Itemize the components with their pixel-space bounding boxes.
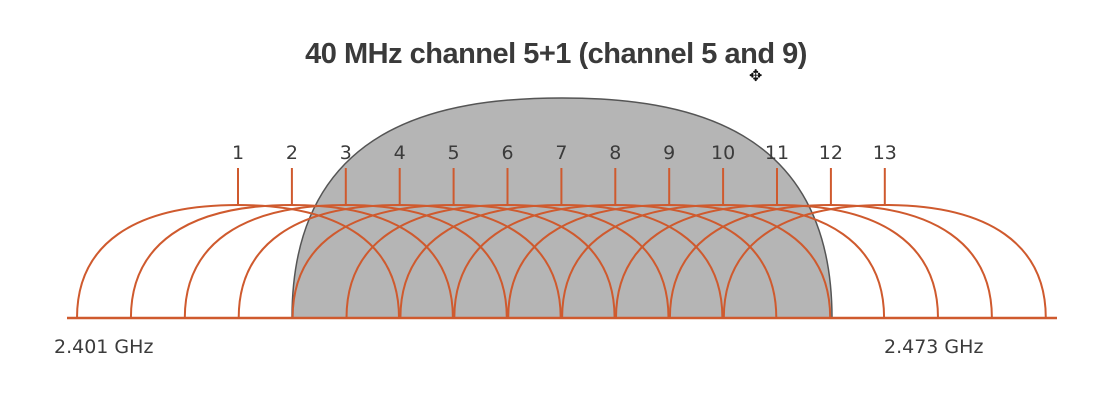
channel-label-2: 2 xyxy=(286,142,298,164)
diagram-title: 40 MHz channel 5+1 (channel 5 and 9) xyxy=(305,38,807,70)
channel-label-1: 1 xyxy=(232,142,244,164)
channel-label-7: 7 xyxy=(555,142,567,164)
channel-label-6: 6 xyxy=(501,142,513,164)
channel-label-12: 12 xyxy=(819,142,843,164)
channel-label-8: 8 xyxy=(609,142,621,164)
bonded-40mhz-dome xyxy=(291,97,833,319)
channel-label-10: 10 xyxy=(711,142,735,164)
frequency-end-label: 2.473 GHz xyxy=(884,336,983,358)
channel-label-4: 4 xyxy=(394,142,406,164)
move-cursor-icon: ✥ xyxy=(749,66,763,85)
channel-label-3: 3 xyxy=(340,142,352,164)
channel-label-9: 9 xyxy=(663,142,675,164)
frequency-start-label: 2.401 GHz xyxy=(54,336,153,358)
channel-label-13: 13 xyxy=(873,142,897,164)
channel-label-5: 5 xyxy=(448,142,460,164)
channel-label-11: 11 xyxy=(765,142,789,164)
